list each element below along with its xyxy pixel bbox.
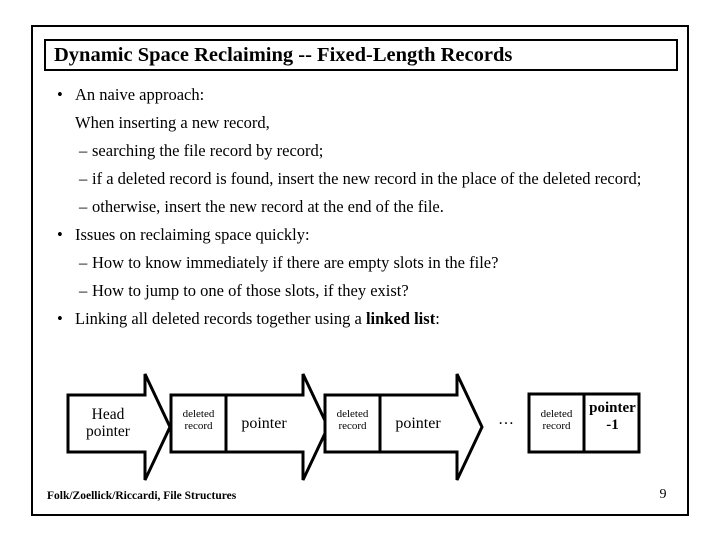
deleted-record-1-line2: record xyxy=(184,420,213,433)
deleted-record-label-2: deleted record xyxy=(326,408,379,433)
bullet-issues-reclaiming: Issues on reclaiming space quickly: xyxy=(39,221,685,249)
tail-record-box xyxy=(527,392,641,454)
subbullet-otherwise-append: otherwise, insert the new record at the … xyxy=(39,193,685,221)
deleted-record-2-line2: record xyxy=(338,420,367,433)
pointer-arrow-2 xyxy=(378,373,484,481)
ellipsis-label: … xyxy=(498,411,514,428)
head-pointer-arrow xyxy=(66,373,172,481)
linked-list-emphasis: linked list xyxy=(365,309,436,328)
page-title: Dynamic Space Reclaiming -- Fixed-Length… xyxy=(54,43,513,66)
tail-pointer-label-text: pointer xyxy=(589,400,636,416)
linking-text-post: : xyxy=(435,309,440,328)
subbullet-how-to-jump: How to jump to one of those slots, if th… xyxy=(39,277,685,305)
pointer-arrow-1 xyxy=(224,373,330,481)
head-pointer-arrow-shape xyxy=(68,374,170,395)
pointer-label-2: pointer xyxy=(395,415,441,432)
tail-pointer-label: pointer -1 xyxy=(586,400,639,434)
head-pointer-label-line1: Head xyxy=(91,406,125,423)
head-pointer-label-line2: pointer xyxy=(86,423,130,441)
footer-source: Folk/Zoellick/Riccardi, File Structures xyxy=(47,490,237,502)
deleted-record-box-2 xyxy=(323,393,382,454)
deleted-record-3-line2: record xyxy=(542,420,571,433)
bullet-naive-approach: An naive approach: xyxy=(39,81,685,109)
deleted-record-2-line1: deleted xyxy=(336,408,369,420)
slide-body: An naive approach: When inserting a new … xyxy=(39,81,685,333)
head-pointer-label: Head pointer xyxy=(72,406,144,441)
deleted-record-3-line1: deleted xyxy=(540,408,573,420)
deleted-record-box-1 xyxy=(169,393,228,454)
tail-pointer-value: -1 xyxy=(606,416,619,433)
subbullet-searching-file: searching the file record by record; xyxy=(39,137,685,165)
deleted-record-1-line1: deleted xyxy=(182,408,215,420)
deleted-record-label-1: deleted record xyxy=(172,408,225,433)
linking-text-pre: Linking all deleted records together usi… xyxy=(75,309,366,328)
bullet-linking-deleted: Linking all deleted records together usi… xyxy=(39,305,685,333)
subbullet-how-to-know: How to know immediately if there are emp… xyxy=(39,249,685,277)
pointer-label-1: pointer xyxy=(241,415,287,432)
deleted-record-label-3: deleted record xyxy=(530,408,583,433)
slide-title-box: Dynamic Space Reclaiming -- Fixed-Length… xyxy=(44,39,678,71)
line-when-inserting: When inserting a new record, xyxy=(75,113,270,132)
subbullet-deleted-found: if a deleted record is found, insert the… xyxy=(39,165,643,193)
slide-frame: Dynamic Space Reclaiming -- Fixed-Length… xyxy=(31,25,689,516)
footer-page-number: 9 xyxy=(659,487,667,502)
